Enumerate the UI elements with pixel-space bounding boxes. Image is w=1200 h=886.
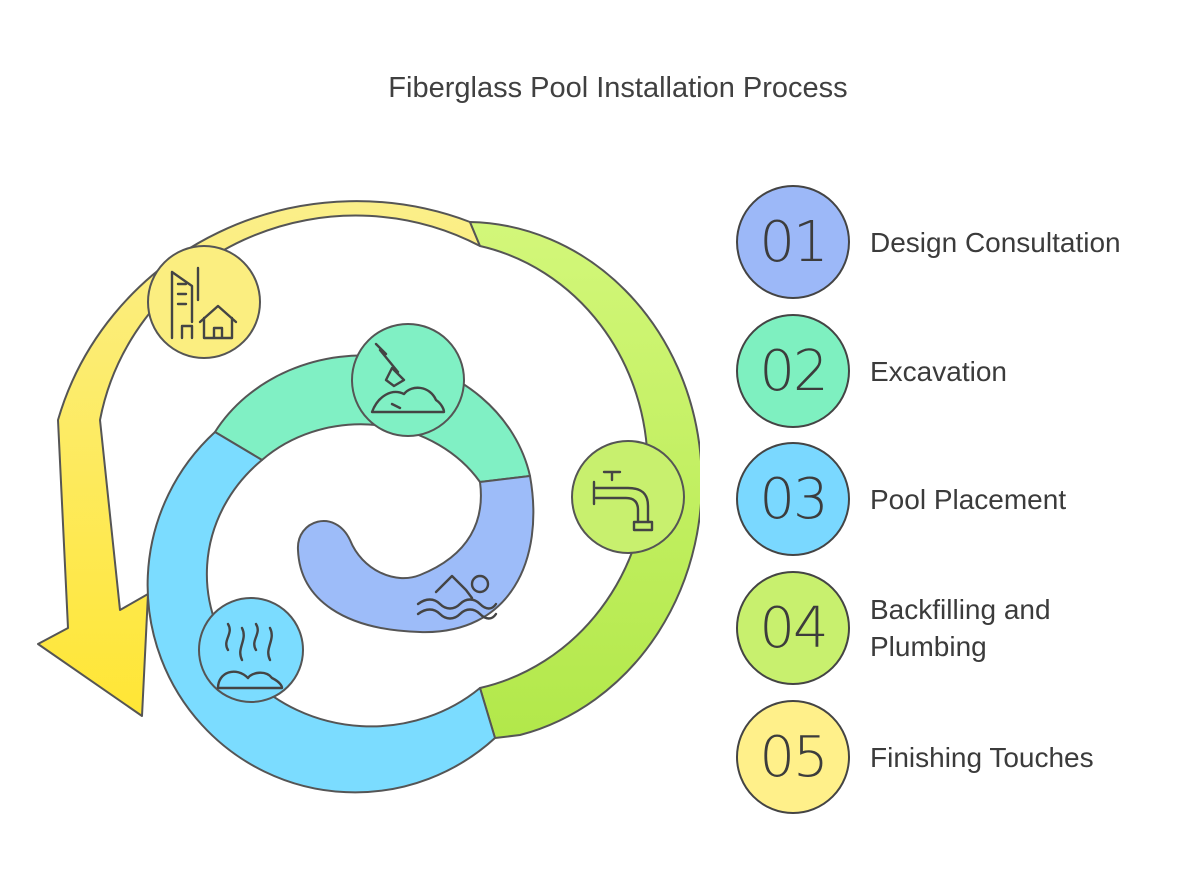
inner-arc-sky xyxy=(146,431,496,794)
spiral-diagram xyxy=(37,200,700,794)
step-label: Design Consultation xyxy=(870,226,1121,258)
step-label: Excavation xyxy=(870,355,1007,387)
steam-rocks-icon xyxy=(198,597,304,703)
step-label: Backfilling and Plumbing xyxy=(870,594,1051,662)
step-number-badge: 03 xyxy=(736,442,850,556)
outer-arc-yellow xyxy=(37,200,481,717)
outer-arc-green xyxy=(469,221,700,739)
page-title: Fiberglass Pool Installation Process xyxy=(388,72,848,104)
swimmer-icon xyxy=(416,574,498,620)
step-item-2: 02 Excavation xyxy=(736,314,1186,428)
step-number-badge: 01 xyxy=(736,185,850,299)
inner-curl-blue xyxy=(296,475,535,634)
shovel-dirt-icon xyxy=(351,323,465,437)
step-label: Pool Placement xyxy=(870,483,1067,515)
step-item-1: 01 Design Consultation xyxy=(736,185,1186,299)
step-label: Finishing Touches xyxy=(870,741,1094,773)
step-number-badge: 05 xyxy=(736,700,850,814)
step-item-5: 05 Finishing Touches xyxy=(736,700,1186,814)
step-item-4: 04 Backfilling and Plumbing xyxy=(736,571,1186,685)
pipe-faucet-icon xyxy=(571,440,685,554)
house-blueprint-icon xyxy=(147,245,261,359)
step-number-badge: 02 xyxy=(736,314,850,428)
step-item-3: 03 Pool Placement xyxy=(736,442,1186,556)
step-number-badge: 04 xyxy=(736,571,850,685)
